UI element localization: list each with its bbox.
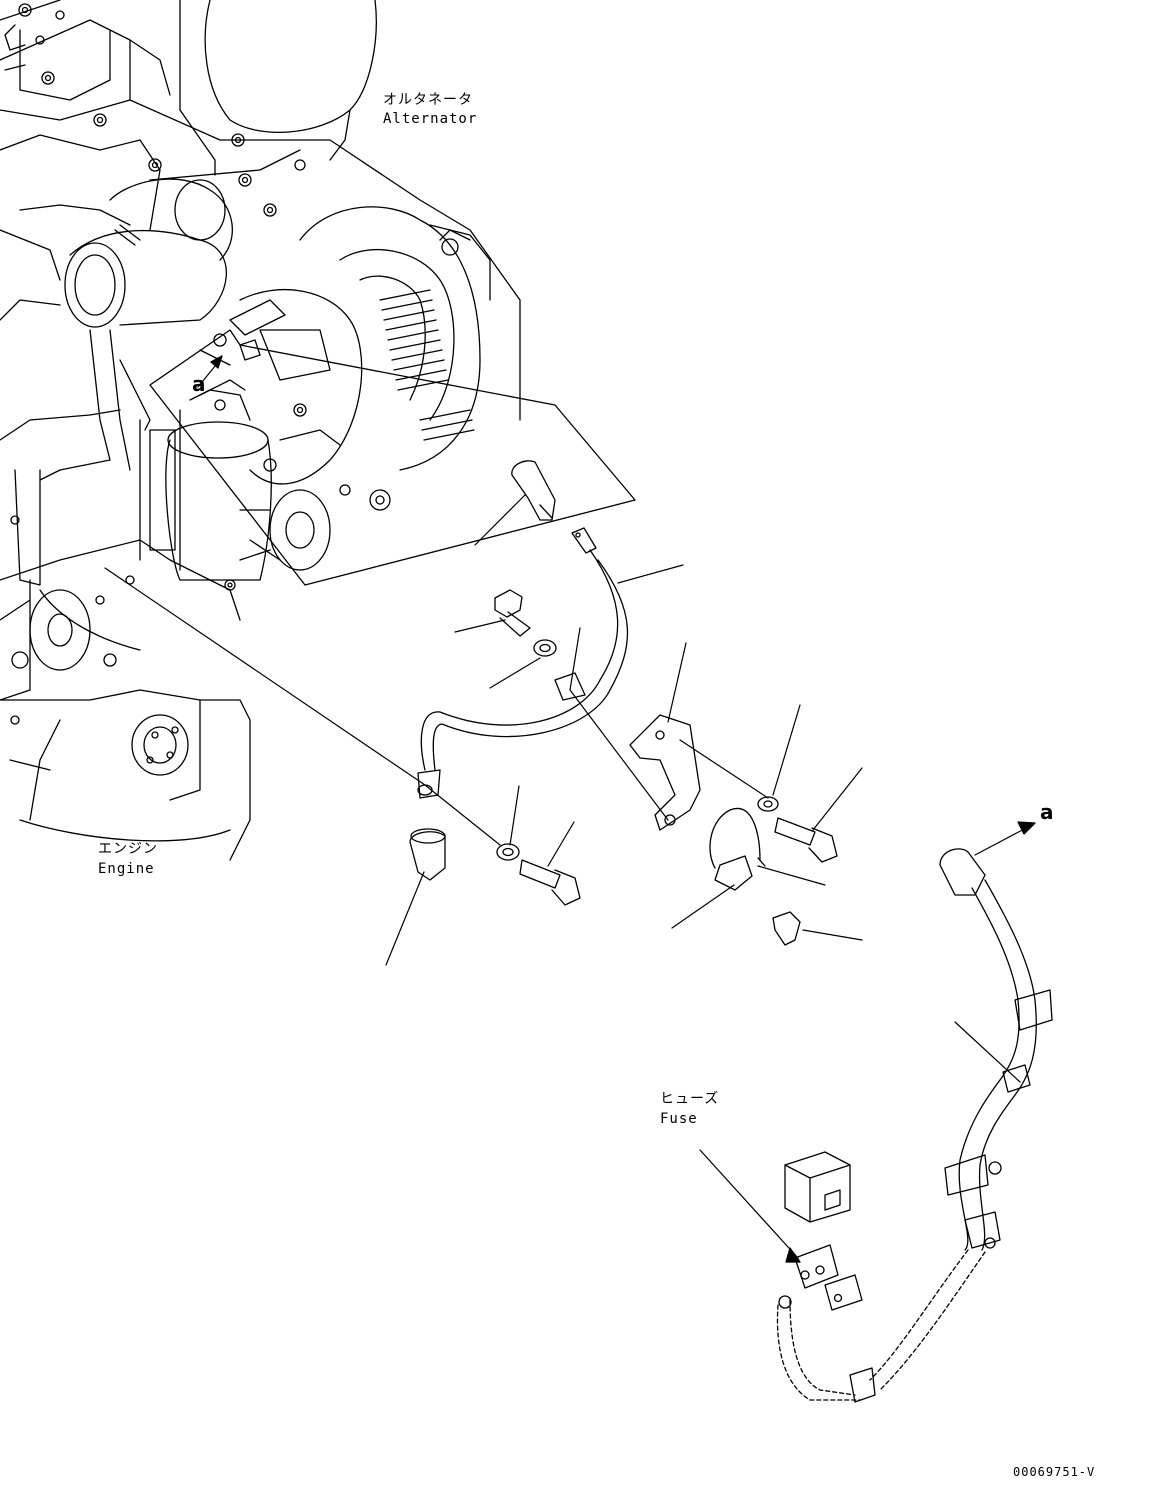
alternator-label-jp: オルタネータ bbox=[383, 92, 473, 108]
arrowhead-a bbox=[1018, 822, 1035, 834]
harness-loop bbox=[710, 808, 760, 868]
starter-drawing bbox=[166, 380, 280, 580]
washer-right bbox=[758, 797, 778, 811]
alternator-drawing bbox=[200, 207, 490, 570]
detail-frame bbox=[150, 330, 635, 585]
connector-small bbox=[773, 912, 800, 945]
callout-a-harness: a bbox=[1040, 800, 1054, 824]
engine-label-jp: エンジン bbox=[98, 841, 158, 857]
fuse-label-en: Fuse bbox=[660, 1111, 698, 1127]
battery-cable bbox=[418, 461, 627, 798]
fuse-label-jp: ヒューズ bbox=[660, 1091, 720, 1107]
fuse-harness bbox=[777, 849, 1052, 1402]
washer-upper bbox=[534, 640, 556, 656]
document-id: 00069751-V bbox=[1013, 1465, 1096, 1479]
bracket bbox=[630, 715, 700, 830]
leader-lines bbox=[105, 495, 1030, 1258]
callout-a-engine: a bbox=[192, 372, 206, 396]
arrowhead-fuse bbox=[786, 1248, 800, 1262]
engine-label-en: Engine bbox=[98, 861, 155, 877]
engine-drawing bbox=[0, 0, 520, 860]
washer-lower bbox=[497, 844, 519, 860]
bolt-lower-right bbox=[775, 818, 837, 862]
bolt-lower-left bbox=[520, 860, 580, 905]
alternator-label-en: Alternator bbox=[383, 111, 478, 127]
bolt-upper bbox=[495, 590, 530, 636]
boot-lower bbox=[410, 832, 445, 880]
